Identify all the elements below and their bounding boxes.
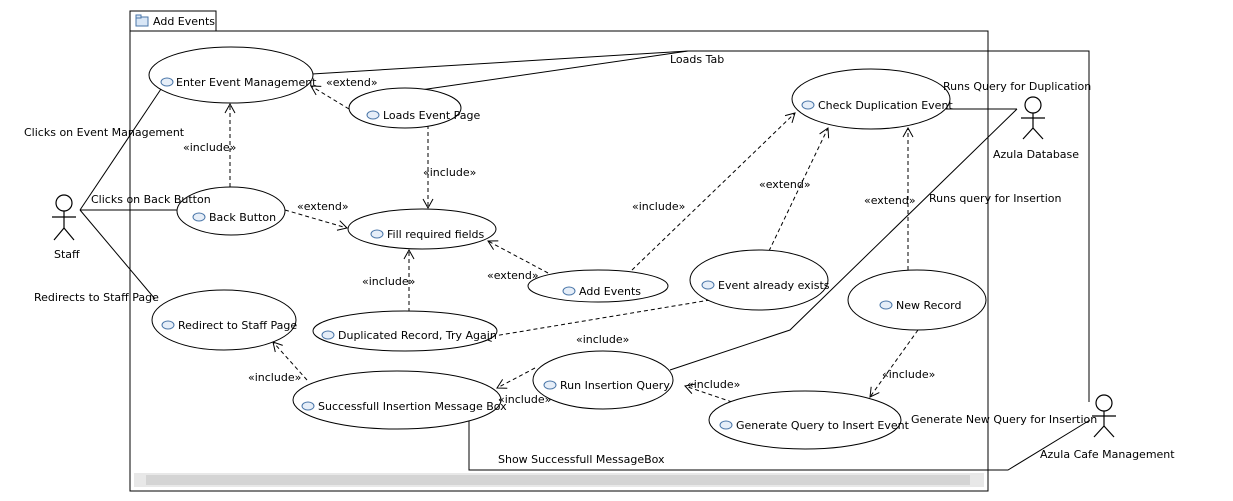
- association-label: Clicks on Event Management: [24, 126, 185, 139]
- actor-azula-database[interactable]: [1021, 96, 1045, 140]
- extend-label: «extend»: [326, 76, 378, 89]
- use-case-successfull-insertion[interactable]: Successfull Insertion Message Box: [292, 370, 507, 430]
- association-label: Generate New Query for Insertion: [911, 413, 1097, 426]
- package-frame: Add Events: [129, 10, 989, 492]
- association-label: Runs query for Insertion: [929, 192, 1062, 205]
- use-case-label: Check Duplication Event: [818, 99, 953, 112]
- use-case-label: Enter Event Management: [176, 76, 317, 89]
- use-case-label: Event already exists: [718, 279, 830, 292]
- use-case-label: Back Button: [209, 211, 276, 224]
- include-label: «include»: [362, 275, 415, 288]
- use-case-enter-event-management[interactable]: Enter Event Management: [148, 46, 317, 104]
- include-label: «include»: [183, 141, 236, 154]
- use-case-event-already-exists[interactable]: Event already exists: [689, 249, 830, 311]
- use-case-icon: [719, 420, 733, 430]
- use-case-fill-required-fields[interactable]: Fill required fields: [347, 208, 497, 250]
- use-case-label: Fill required fields: [387, 228, 485, 241]
- use-case-icon: [301, 401, 315, 411]
- use-case-label: Redirect to Staff Page: [178, 319, 297, 332]
- use-case-run-insertion-query[interactable]: Run Insertion Query: [532, 350, 674, 410]
- actor-azula-database-label: Azula Database: [993, 148, 1079, 161]
- folder-icon: [135, 14, 149, 27]
- use-case-loads-event-page[interactable]: Loads Event Page: [348, 87, 480, 129]
- actor-azula-cafe-label: Azula Cafe Management: [1040, 448, 1175, 461]
- use-case-label: Loads Event Page: [383, 109, 480, 122]
- include-label: «include»: [882, 368, 935, 381]
- actor-staff[interactable]: [52, 194, 76, 241]
- use-case-label: New Record: [896, 299, 962, 312]
- stereotype-labels: «include» «extend» «include» «extend» «i…: [183, 76, 935, 406]
- use-case-icon: [370, 229, 384, 239]
- extend-label: «extend»: [759, 178, 811, 191]
- use-case-icon: [543, 380, 557, 390]
- use-case-label: Add Events: [579, 285, 641, 298]
- use-case-icon: [192, 212, 206, 222]
- use-case-label: Generate Query to Insert Event: [736, 419, 910, 432]
- use-case-icon: [321, 330, 335, 340]
- use-case-check-duplication-event[interactable]: Check Duplication Event: [791, 68, 953, 130]
- include-label: «include»: [687, 378, 740, 391]
- use-case-icon: [801, 100, 815, 110]
- include-label: «include»: [498, 393, 551, 406]
- use-case-icon: [161, 320, 175, 330]
- use-case-duplicated-record[interactable]: Duplicated Record, Try Again: [312, 310, 498, 352]
- association-label: Clicks on Back Button: [91, 193, 211, 206]
- package-tab[interactable]: [129, 10, 217, 32]
- use-case-icon: [160, 77, 174, 87]
- association-label: Show Successfull MessageBox: [498, 453, 665, 466]
- use-case-back-button[interactable]: Back Button: [176, 186, 286, 236]
- use-case-new-record[interactable]: New Record: [847, 269, 987, 331]
- use-case-redirect-to-staff-page[interactable]: Redirect to Staff Page: [151, 289, 297, 351]
- scrollbar-thumb[interactable]: [146, 475, 970, 485]
- package-tab-label: Add Events: [153, 15, 215, 28]
- extend-label: «extend»: [487, 269, 539, 282]
- dependency-lines: [224, 85, 919, 403]
- extend-label: «extend»: [297, 200, 349, 213]
- include-label: «include»: [576, 333, 629, 346]
- extend-label: «extend»: [864, 194, 916, 207]
- include-label: «include»: [632, 200, 685, 213]
- use-case-generate-query[interactable]: Generate Query to Insert Event: [708, 390, 910, 450]
- use-case-add-events[interactable]: Add Events: [527, 269, 669, 303]
- use-case-icon: [701, 280, 715, 290]
- use-case-icon: [879, 300, 893, 310]
- use-case-icon: [366, 110, 380, 120]
- include-label: «include»: [248, 371, 301, 384]
- association-label: Redirects to Staff Page: [34, 291, 159, 304]
- use-case-icon: [562, 286, 576, 296]
- association-labels: Clicks on Event Management Clicks on Bac…: [24, 53, 1097, 466]
- association-lines: [79, 50, 1091, 471]
- actor-staff-label: Staff: [54, 248, 80, 261]
- actor-azula-cafe-management[interactable]: [1092, 394, 1116, 438]
- association-label: Runs Query for Duplication: [943, 80, 1091, 93]
- use-case-label: Duplicated Record, Try Again: [338, 329, 497, 342]
- use-case-label: Successfull Insertion Message Box: [318, 400, 507, 413]
- use-case-label: Run Insertion Query: [560, 379, 670, 392]
- association-label: Loads Tab: [670, 53, 724, 66]
- include-label: «include»: [423, 166, 476, 179]
